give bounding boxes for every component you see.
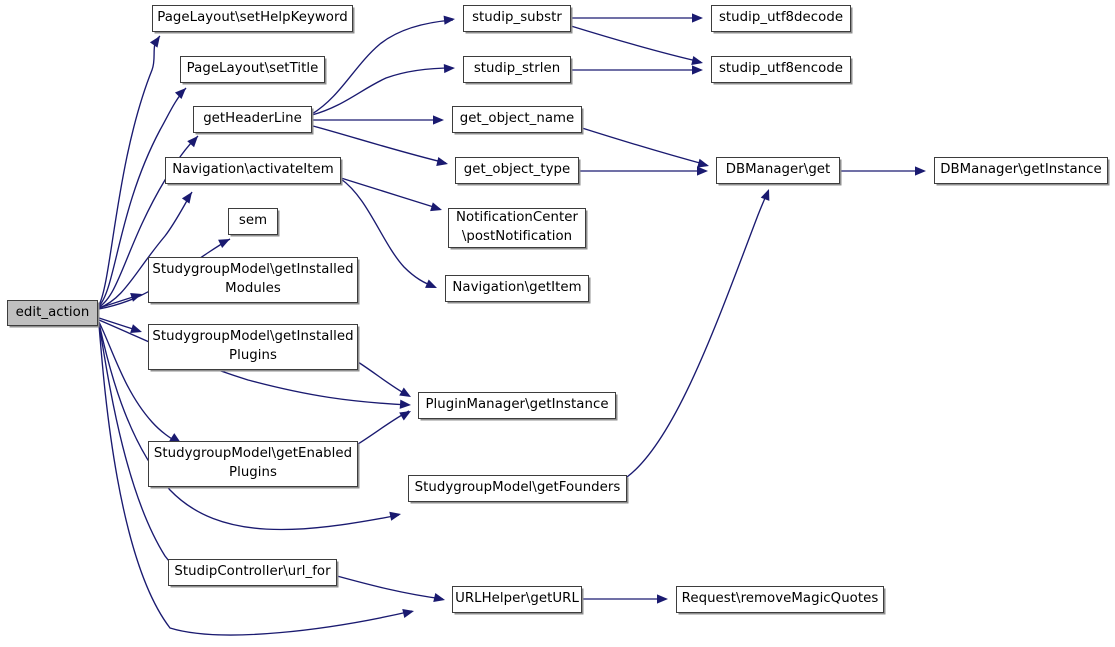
graph-node-getHeaderLine[interactable]: getHeaderLine [193,106,312,133]
arrowhead [433,593,445,603]
edge-activateItem-to-postNotification [340,177,441,210]
arrowhead [760,189,770,201]
arrowhead [181,192,192,204]
edge-edit_action-to-getHeaderLine [98,135,199,308]
arrowhead [402,608,414,618]
arrowhead [399,411,411,421]
graph-node-pluginGetInstance[interactable]: PluginManager\getInstance [418,392,616,419]
arrowhead [692,65,703,75]
edge-getHeaderLine-to-studip_substr [311,19,454,115]
edge-url_for-to-getURL [336,575,444,600]
graph-node-getItem[interactable]: Navigation\getItem [445,275,589,302]
graph-node-setHelpKeyword[interactable]: PageLayout\setHelpKeyword [152,5,353,32]
arrowhead [691,56,703,66]
graph-node-getInstalledPlugins[interactable]: StudygroupModel\getInstalled Plugins [148,324,358,370]
arrowhead [174,88,186,100]
arrowhead [425,279,437,288]
arrowhead [399,387,411,397]
edge-studip_substr-to-utf8encode [570,25,702,63]
arrowhead [697,158,709,168]
graph-node-dbGet[interactable]: DBManager\get [716,157,840,184]
graph-node-edit_action[interactable]: edit_action [7,300,98,326]
arrowhead [697,166,708,176]
arrowhead [692,13,703,23]
edge-getHeaderLine-to-studip_strlen [311,67,454,116]
graph-node-utf8encode[interactable]: studip_utf8encode [711,56,851,83]
edge-edit_action-to-getURL [98,324,413,636]
graph-node-getEnabledPlugins[interactable]: StudygroupModel\getEnabled Plugins [148,441,358,487]
graph-node-studip_strlen[interactable]: studip_strlen [463,56,571,83]
edge-edit_action-to-setHelpKeyword [98,35,161,306]
graph-node-setTitle[interactable]: PageLayout\setTitle [180,56,325,83]
arrowhead [436,157,448,167]
arrowhead [389,511,401,521]
edge-getHeaderLine-to-get_object_type [312,125,447,164]
graph-node-getFounders[interactable]: StudygroupModel\getFounders [408,475,627,502]
arrowhead [130,293,142,302]
graph-node-get_object_name[interactable]: get_object_name [452,106,582,133]
graph-node-get_object_type[interactable]: get_object_type [455,157,579,184]
edge-edit_action-to-activateItem [98,191,193,309]
edge-activateItem-to-getItem [340,178,436,288]
arrowhead [657,594,668,604]
edge-edit_action-to-getFounders [98,322,400,531]
graph-node-studip_substr[interactable]: studip_substr [463,5,571,32]
arrowhead [149,36,160,48]
edge-getFounders-to-dbGet [626,190,769,478]
arrowhead [169,433,181,443]
edge-getInstalledPlugins-to-pluginGetInstance [357,361,410,397]
arrowhead [430,202,442,212]
edge-edit_action-to-pluginGetInstance [98,319,410,406]
arrowhead [130,324,142,333]
arrowhead [443,63,455,74]
graph-node-removeMagicQuotes[interactable]: Request\removeMagicQuotes [676,586,884,613]
graph-node-getURL[interactable]: URLHelper\getURL [452,586,582,613]
graph-node-getInstalledModules[interactable]: StudygroupModel\getInstalled Modules [148,257,358,303]
arrowhead [218,239,230,248]
graph-node-postNotification[interactable]: NotificationCenter \postNotification [448,208,586,248]
edge-get_object_name-to-dbGet [581,127,708,166]
graph-node-utf8decode[interactable]: studip_utf8decode [711,5,851,32]
arrowhead [433,115,444,125]
edge-edit_action-to-getEnabledPlugins [98,321,181,445]
graph-node-dbGetInstance[interactable]: DBManager\getInstance [934,157,1108,184]
graph-node-activateItem[interactable]: Navigation\activateItem [165,157,341,184]
graph-node-url_for[interactable]: StudipController\url_for [168,559,337,586]
arrowhead [399,399,411,409]
edge-edit_action-to-setTitle [98,87,187,307]
arrowhead [187,136,198,148]
arrowhead [915,166,926,176]
graph-node-sem[interactable]: sem [228,208,278,235]
arrowhead [443,15,455,25]
